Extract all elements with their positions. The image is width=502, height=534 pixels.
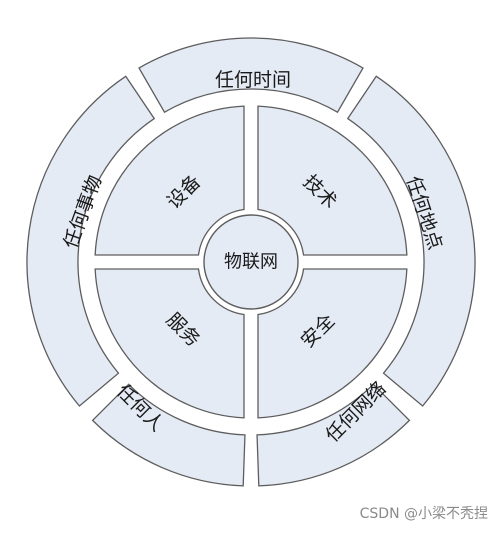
outer-segment-network [256,383,411,487]
outer-segment-thing [26,75,156,407]
outer-segment-time [138,37,364,114]
inner-quadrant-service [94,268,245,419]
inner-quadrant-security [257,268,408,419]
inner-quadrant-technology [257,105,408,256]
core: 物联网 [203,214,299,310]
outer-segment-time-label: 任何时间 [215,69,291,91]
inner-ring: 设备技术服务安全 [94,105,408,419]
outer-segment-person [91,383,246,487]
outer-segment-place [346,75,476,407]
center-label: 物联网 [224,252,278,273]
inner-quadrant-device [94,105,245,256]
center-circle [203,214,299,310]
watermark: CSDN @小梁不秃捏 [359,506,488,522]
